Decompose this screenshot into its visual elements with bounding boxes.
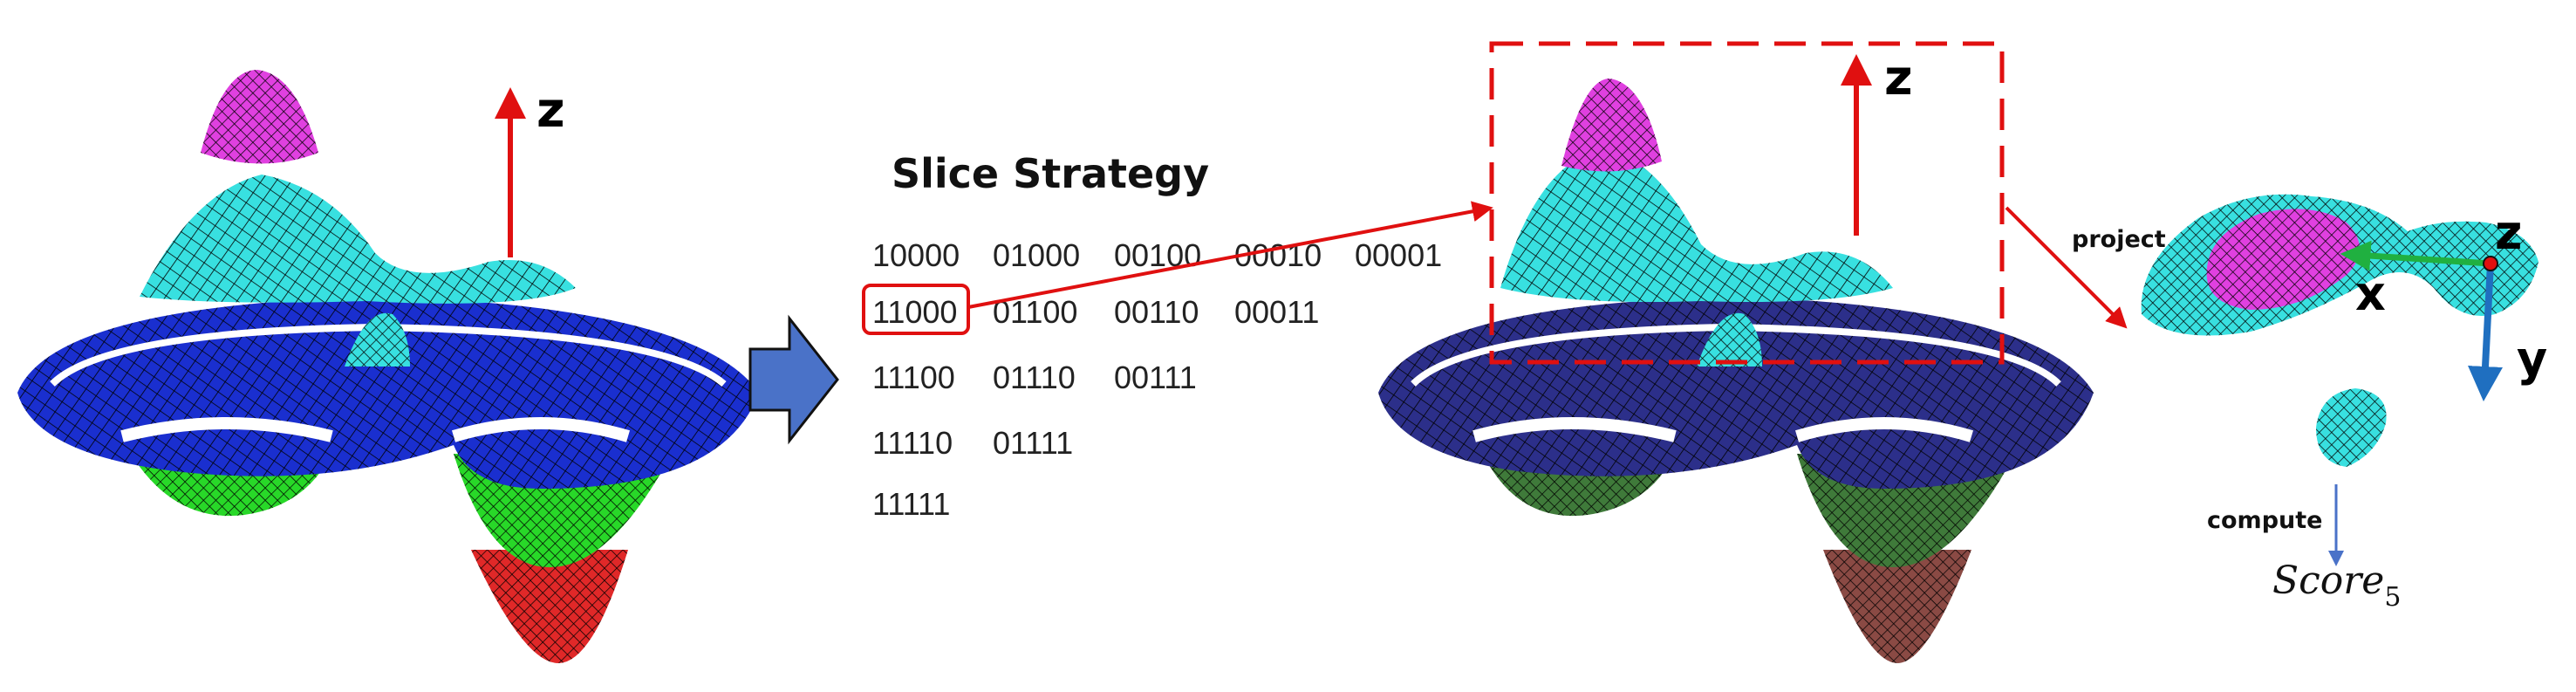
y-axis-label: y bbox=[2517, 332, 2547, 387]
left-surface-figure: z bbox=[17, 70, 759, 663]
strategy-code: 00110 bbox=[1114, 294, 1199, 330]
y-axis-arrow bbox=[2468, 263, 2503, 401]
strategy-code: 01111 bbox=[993, 425, 1073, 461]
middle-surface-figure: z bbox=[1378, 41, 2094, 663]
left-z-axis-label: z bbox=[536, 82, 565, 139]
block-arrow bbox=[748, 314, 839, 445]
strategy-code: 11111 bbox=[872, 486, 950, 522]
strategy-code: 01000 bbox=[993, 237, 1080, 273]
strategy-code: 00011 bbox=[1234, 294, 1319, 330]
strategy-code: 00001 bbox=[1355, 237, 1442, 273]
z-axis-label: z bbox=[2495, 205, 2522, 260]
selection-arrow bbox=[967, 201, 1493, 309]
project-arrow bbox=[2005, 206, 2128, 329]
strategy-code: 11110 bbox=[872, 425, 953, 461]
highlight-box bbox=[862, 284, 970, 335]
strategy-code: 00100 bbox=[1114, 237, 1201, 273]
strategy-code: 00111 bbox=[1114, 360, 1197, 395]
slice-window bbox=[1489, 41, 2005, 365]
x-axis-label: x bbox=[2355, 266, 2386, 321]
x-axis-arrow bbox=[2340, 240, 2491, 271]
project-label: project bbox=[2072, 226, 2166, 253]
middle-z-axis-label: z bbox=[1884, 50, 1913, 106]
strategy-code: 11000 bbox=[872, 294, 957, 330]
strategy-code: 10000 bbox=[872, 237, 960, 273]
score-label: Score5 bbox=[2272, 558, 2401, 613]
compute-label: compute bbox=[2207, 507, 2322, 534]
strategy-title: Slice Strategy bbox=[892, 150, 1209, 197]
strategy-code: 11100 bbox=[872, 360, 955, 395]
origin-point bbox=[2483, 256, 2498, 271]
projection-figure: x y z compute Score5 bbox=[2141, 194, 2547, 613]
strategy-code: 01110 bbox=[993, 360, 1076, 395]
